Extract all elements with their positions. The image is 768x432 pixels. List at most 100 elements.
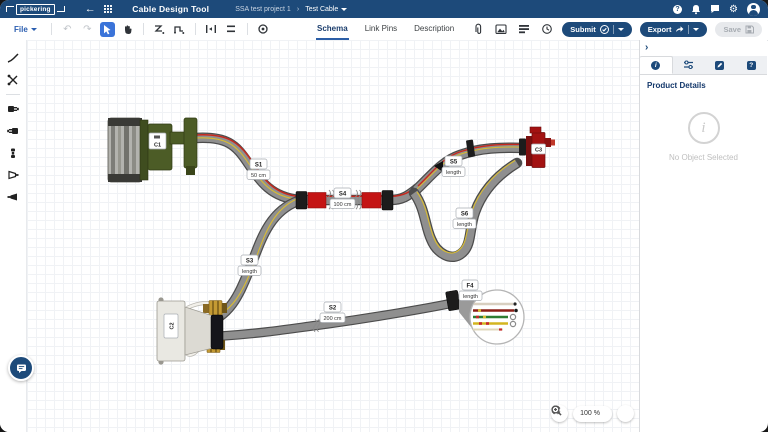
divider (194, 23, 196, 35)
segment-label-s4[interactable]: S4 100 cm (329, 187, 356, 209)
connector-c1[interactable]: C1 (107, 117, 198, 183)
submit-label: Submit (570, 24, 596, 34)
canvas-settings-tool[interactable] (256, 22, 271, 37)
schema-canvas[interactable]: C1 (27, 40, 639, 432)
connector-left-tool-button[interactable] (4, 123, 22, 139)
support-widget-button[interactable] (8, 355, 34, 381)
splice-tool-button[interactable] (4, 145, 22, 161)
bom-list-button[interactable] (516, 22, 531, 37)
history-button[interactable] (539, 22, 554, 37)
segment-label-s6[interactable]: S6 length (452, 207, 477, 229)
redo-button[interactable]: ↷ (80, 22, 95, 37)
tab-help[interactable]: ? (736, 56, 768, 74)
tab-product-details[interactable]: i (640, 56, 673, 74)
svg-text:C1: C1 (154, 143, 161, 149)
logo-wire-left-icon (6, 6, 14, 12)
svg-text:100 cm: 100 cm (333, 202, 351, 208)
divider (142, 23, 144, 35)
panel-collapse-button[interactable]: › (643, 42, 650, 53)
back-button[interactable]: ← (81, 0, 100, 18)
svg-text:length: length (242, 269, 257, 275)
align-middle-tool[interactable] (224, 22, 239, 37)
wire-yellow (473, 320, 517, 328)
export-button[interactable]: Export (639, 21, 708, 37)
tab-notes[interactable] (704, 56, 736, 74)
notifications-button[interactable] (691, 0, 701, 18)
wire-tool-button[interactable] (4, 50, 22, 66)
logo-wire-right-icon (56, 6, 65, 12)
settings-button[interactable]: ⚙ (729, 0, 738, 18)
segment-label-s1[interactable]: S1 50 cm (246, 158, 271, 180)
segment-label-s5[interactable]: S5 length (441, 155, 466, 177)
details-panel: › i ? Product Details i (639, 40, 767, 432)
align-middle-icon (227, 25, 236, 33)
submit-button[interactable]: Submit (562, 21, 632, 37)
segment-label-s2[interactable]: S2 200 cm (319, 301, 346, 323)
backshell-right-tool-button[interactable] (4, 167, 22, 183)
divider (246, 23, 248, 35)
select-tool-button[interactable] (99, 21, 115, 37)
connector-right-tool-button[interactable] (4, 101, 22, 117)
zoom-in-button[interactable] (551, 405, 634, 422)
tab-description[interactable]: Description (413, 18, 455, 40)
back-arrow-icon: ← (84, 3, 96, 15)
svg-text:S2: S2 (329, 306, 337, 312)
connector-label-c1[interactable]: C1 (148, 132, 167, 150)
bell-icon (692, 4, 701, 14)
target-gear-icon (258, 24, 268, 34)
segment-s2[interactable] (217, 290, 461, 341)
shell-left-icon (7, 193, 17, 201)
zoom-controls: 100 % (551, 405, 634, 422)
tab-properties[interactable] (673, 56, 705, 74)
chevron-down-icon (30, 27, 37, 31)
distribute-horizontal-tool[interactable] (204, 22, 219, 37)
zoom-pill: 100 % (551, 405, 612, 422)
save-button[interactable]: Save (715, 21, 762, 37)
segment-s1[interactable] (189, 132, 305, 206)
breadcrumb-cable-dropdown[interactable]: Test Cable (305, 6, 348, 13)
cable-band (210, 314, 224, 350)
segment-s6[interactable] (408, 157, 523, 262)
cut-wire-tool-button[interactable] (4, 72, 22, 88)
segment-label-s3[interactable]: S3 length (237, 254, 262, 276)
attachments-button[interactable] (470, 22, 485, 37)
breadcrumb: SSA test project 1 › Test Cable (235, 5, 348, 13)
connector-label-c2[interactable]: C2 (163, 313, 179, 339)
distribute-horizontal-icon (206, 25, 217, 33)
apps-grid-button[interactable] (100, 0, 117, 18)
image-export-button[interactable] (493, 22, 508, 37)
wire-style-tool[interactable] (152, 22, 167, 37)
feedback-button[interactable] (710, 0, 720, 18)
segment-label-f4[interactable]: F4 length (458, 279, 483, 301)
backshell-left-tool-button[interactable] (4, 189, 22, 205)
segment-s4[interactable] (295, 183, 422, 211)
heat-shrink-red (361, 192, 382, 209)
tab-link-pins[interactable]: Link Pins (364, 18, 398, 40)
zoom-level: 100 % (580, 410, 600, 417)
connection-style-tool[interactable] (172, 22, 187, 37)
wire-detail-circle[interactable] (459, 289, 525, 345)
connector-label-c3[interactable]: C3 (531, 143, 546, 155)
segment-s5[interactable] (410, 138, 534, 196)
breadcrumb-project[interactable]: SSA test project 1 (235, 5, 291, 13)
account-button[interactable] (747, 0, 760, 18)
break-squiggle (313, 318, 317, 333)
svg-text:C2: C2 (170, 322, 176, 329)
undo-button[interactable]: ↶ (60, 22, 75, 37)
toolbar-left: File ↶ ↷ (0, 21, 271, 37)
wire-white (474, 302, 517, 306)
pan-tool-button[interactable] (120, 22, 135, 37)
divider (50, 23, 52, 35)
tab-schema[interactable]: Schema (316, 18, 349, 40)
cable-band (295, 191, 308, 210)
zigzag-route-icon (154, 25, 165, 34)
connector-c2[interactable]: C2 (156, 297, 227, 365)
help-button[interactable]: ? (673, 0, 683, 18)
file-menu[interactable]: File (8, 24, 43, 35)
wire-icon (7, 53, 19, 63)
export-label: Export (647, 24, 672, 34)
info-icon: i (651, 60, 661, 70)
connector-c3[interactable]: C3 (526, 126, 555, 168)
chat-bubble-icon (711, 5, 720, 13)
redo-icon: ↷ (83, 23, 92, 35)
